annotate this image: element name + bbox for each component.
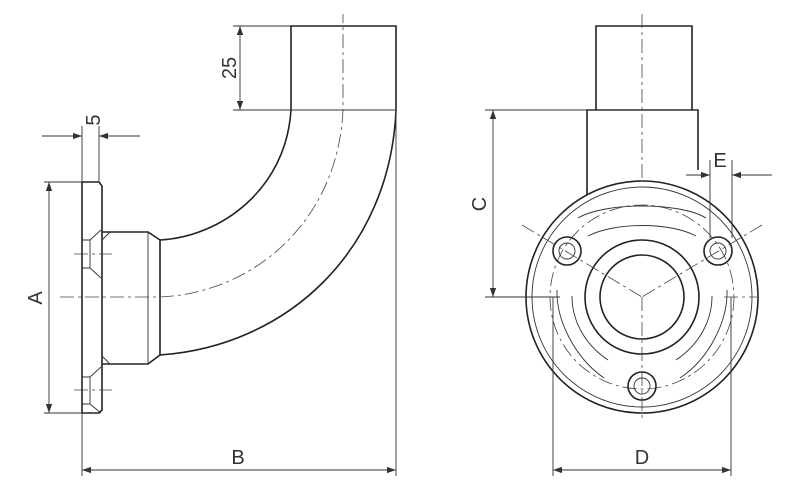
bore-circle	[599, 254, 685, 340]
tube-stub	[290, 25, 397, 110]
screw-hole-lower	[82, 366, 102, 414]
dim-c-extension	[485, 109, 587, 298]
dim-a-extension	[44, 181, 82, 414]
radial-line-right	[641, 224, 763, 298]
mount-hole-right-inner	[709, 242, 727, 260]
dim-b-extension	[81, 110, 397, 476]
tube-outer-curve	[159, 109, 397, 356]
hub	[102, 231, 161, 365]
dim-c-label: C	[469, 197, 491, 211]
dim-25-label: 25	[219, 57, 241, 79]
mount-hole-right-outer	[703, 236, 733, 266]
dim-d-extension	[552, 297, 732, 476]
recess-inner	[571, 225, 713, 361]
recess-outline	[556, 205, 728, 379]
dim-e-label: E	[713, 150, 726, 172]
hub-chamfer	[101, 231, 111, 365]
dim-b-label: B	[231, 447, 244, 469]
dim-5-label: 5	[83, 114, 105, 125]
front-tube-stub	[595, 25, 693, 110]
front-view: C E D	[469, 14, 772, 476]
dim-a-label: A	[25, 291, 47, 305]
dim-5-extension	[81, 126, 100, 182]
front-tube-body	[586, 109, 699, 195]
side-view: 25 5 A B	[25, 14, 397, 476]
mount-hole-left-inner	[558, 242, 576, 260]
radial-line-left	[521, 224, 643, 298]
flange-plate	[81, 181, 103, 414]
screw-hole-upper	[82, 229, 102, 279]
tube-inner-curve	[159, 109, 292, 241]
dim-25-extension	[233, 25, 291, 111]
dim-d-label: D	[635, 447, 649, 469]
tube-centerline	[60, 14, 344, 298]
mount-hole-left-outer	[552, 236, 582, 266]
